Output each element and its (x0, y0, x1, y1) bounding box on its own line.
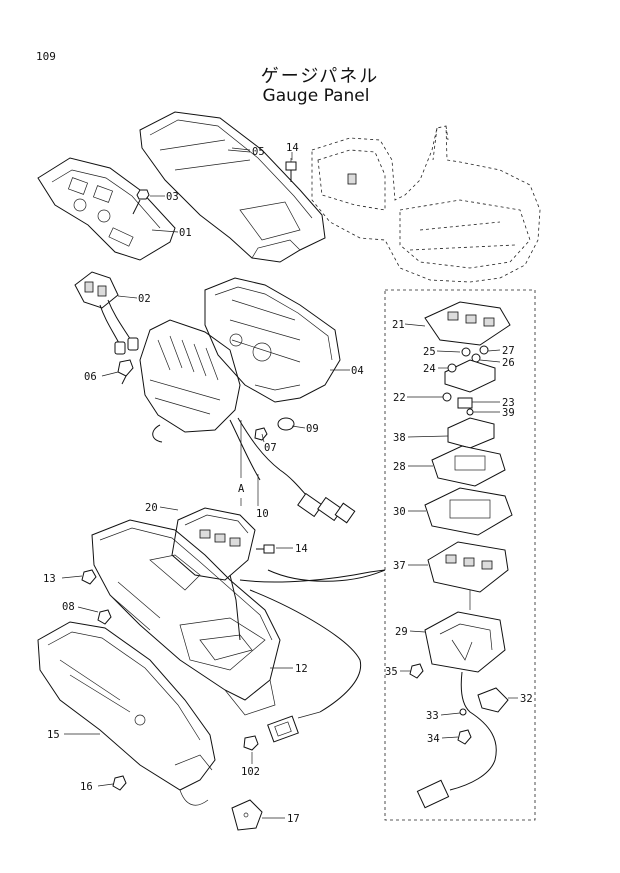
part-label-06: 06 (84, 371, 97, 383)
part-label-07: 07 (264, 442, 277, 454)
part-label-28: 28 (393, 461, 406, 473)
part-label-09: 09 (306, 423, 319, 435)
part-14-bolt-top (285, 158, 297, 182)
part-label-25: 25 (423, 346, 436, 358)
part-02-switch-bracket (74, 271, 139, 355)
part-label-15: 15 (47, 729, 60, 741)
leader-lines (61, 149, 518, 819)
title-english: Gauge Panel (262, 86, 370, 106)
part-label-29: 29 (395, 626, 408, 638)
part-label-35: 35 (385, 666, 398, 678)
part-label-13: 13 (43, 573, 56, 585)
part-label-26: 26 (502, 357, 515, 369)
callout-A: A (238, 420, 245, 506)
part-15-console-cover-lower (37, 621, 216, 791)
wiring-harness-lower (239, 569, 386, 751)
part-label-34: 34 (427, 733, 440, 745)
part-label-14-top: 14 (286, 142, 299, 154)
part-label-05: 05 (252, 146, 265, 158)
part-01-panel-plate (37, 157, 176, 261)
part-label-38: 38 (393, 432, 406, 444)
part-label-22: 22 (393, 392, 406, 404)
part-label-16: 16 (80, 781, 93, 793)
part-label-30: 30 (393, 506, 406, 518)
part-04-gauge-housing (204, 277, 341, 431)
part-label-03: 03 (166, 191, 179, 203)
part-label-17: 17 (287, 813, 300, 825)
part-label-04: 04 (351, 365, 364, 377)
part-label-32: 32 (520, 693, 533, 705)
part-label-33: 33 (426, 710, 439, 722)
part-17-clip (179, 789, 263, 831)
part-label-10: 10 (256, 508, 269, 520)
part-label-23: 23 (502, 397, 515, 409)
part-03-screw (132, 189, 150, 215)
part-label-102: 102 (241, 766, 260, 778)
page-number: 109 (36, 50, 56, 63)
part-label-01: 01 (179, 227, 192, 239)
part-label-24: 24 (423, 363, 436, 375)
wiring-harness-main (117, 319, 356, 524)
part-labels: 05 14 03 01 02 04 06 09 07 10 20 14 13 0… (43, 142, 533, 825)
part-label-27: 27 (502, 345, 515, 357)
part-label-08: 08 (62, 601, 75, 613)
detail-parts-stack (409, 301, 513, 809)
callout-A-label: A (238, 483, 245, 495)
part-label-39: 39 (502, 407, 515, 419)
part-label-02: 02 (138, 293, 151, 305)
part-label-37: 37 (393, 560, 406, 572)
part-05-console-cover (139, 111, 326, 263)
part-20-gauge-module (171, 507, 275, 641)
part-label-21: 21 (392, 319, 405, 331)
excavator-outline (311, 125, 541, 283)
part-label-20: 20 (145, 502, 158, 514)
title-japanese: ゲージパネル (260, 66, 380, 87)
part-label-14-mid: 14 (295, 543, 308, 555)
detail-box (267, 289, 536, 821)
part-12-console-frame (81, 519, 281, 716)
part-label-12: 12 (295, 663, 308, 675)
